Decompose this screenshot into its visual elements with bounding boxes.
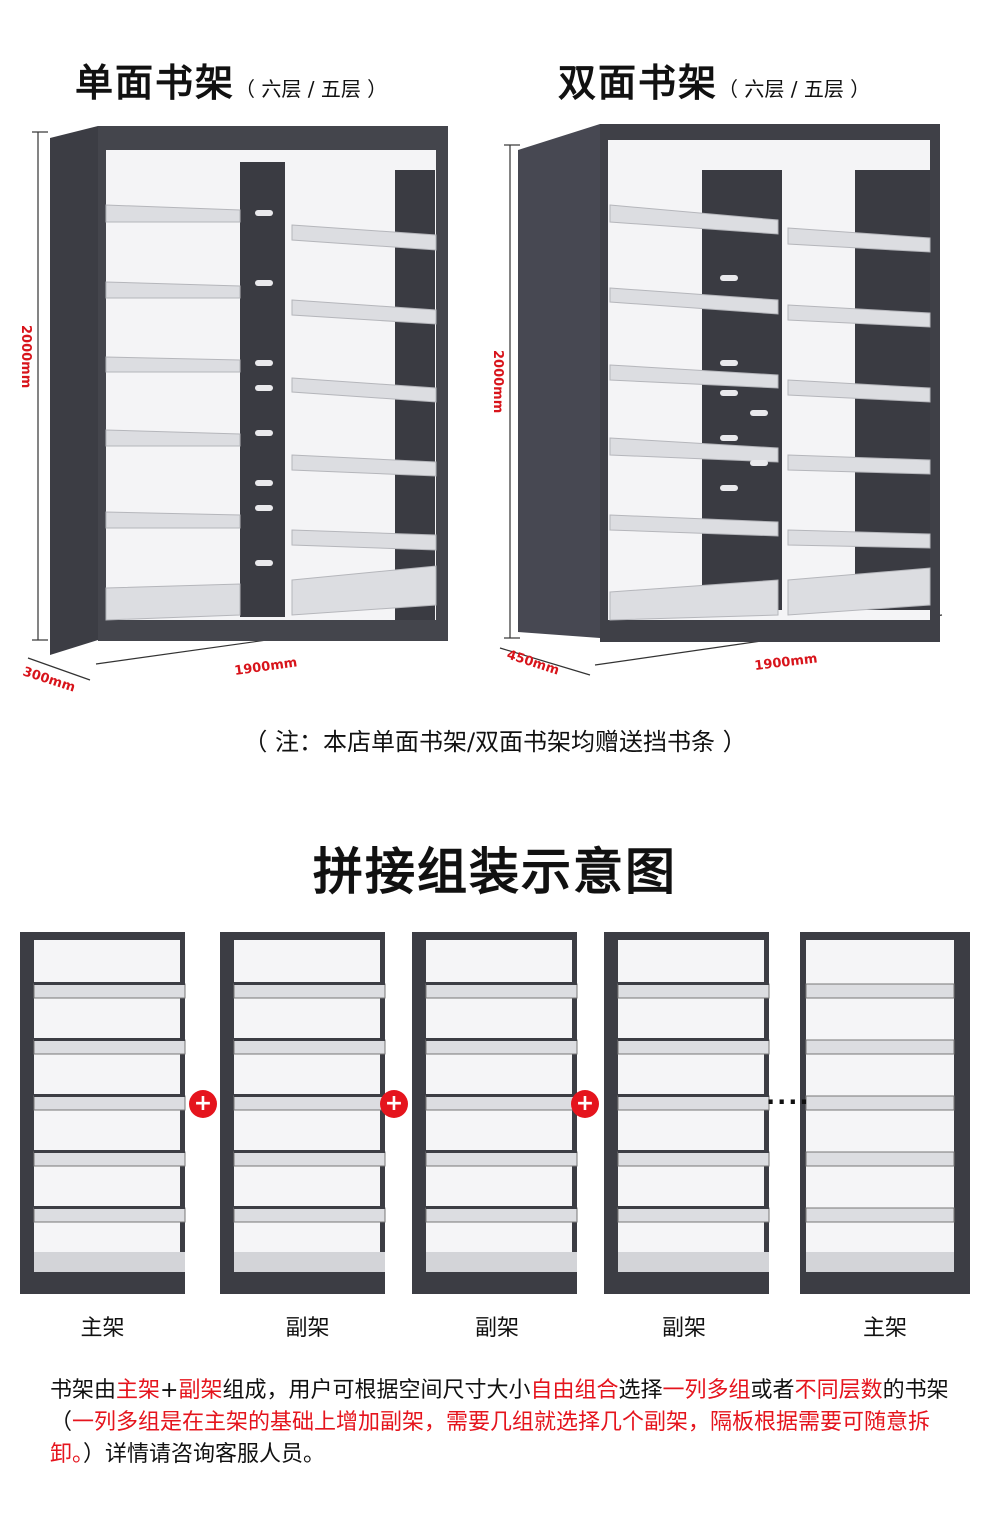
label-sub-frame: 副架 xyxy=(285,1316,330,1341)
single-shelf-title: 单面书架（ 六层 / 五层 ） xyxy=(75,61,388,105)
main-frame-left xyxy=(19,931,186,1295)
desc-segment: 副架 xyxy=(178,1378,223,1403)
desc-segment: 主架 xyxy=(116,1378,161,1403)
desc-segment: 书架由 xyxy=(50,1378,117,1403)
sub-frame-1 xyxy=(219,931,386,1295)
desc-segment: 一列多组是在主架的基础上增加副架，需要几组就选择几个副架，隔板根据需要可随意拆卸… xyxy=(50,1410,931,1467)
desc-segment: 自由组合 xyxy=(530,1378,619,1403)
single-shelf-illustration: 2000mm 1900mm 300mm xyxy=(18,126,448,696)
main-frame-right xyxy=(800,932,970,1294)
single-height-label: 2000mm xyxy=(18,325,33,388)
label-sub-frame: 副架 xyxy=(474,1316,519,1341)
double-width-label: 1900mm xyxy=(754,651,819,674)
ellipsis: .... xyxy=(766,1082,811,1110)
sub-frame-2 xyxy=(411,931,578,1295)
desc-segment: 不同层数 xyxy=(794,1378,883,1403)
desc-segment: 选择 xyxy=(618,1378,663,1403)
plus-icon: + xyxy=(571,1090,599,1118)
desc-segment: ）详情请咨询客服人员。 xyxy=(83,1442,326,1467)
desc-segment: + xyxy=(160,1378,179,1403)
plus-icon: + xyxy=(189,1090,217,1118)
gift-note: （ 注：本店单面书架/双面书架均赠送挡书条 ） xyxy=(243,728,747,756)
assembly-diagram xyxy=(19,931,970,1295)
sub-frame-3 xyxy=(603,931,770,1295)
single-width-label: 1900mm xyxy=(233,655,298,679)
double-shelf-illustration: 2000mm 1900mm 450mm xyxy=(490,124,943,679)
label-main-frame: 主架 xyxy=(80,1316,125,1341)
double-shelf-title: 双面书架（ 六层 / 五层 ） xyxy=(558,61,871,105)
desc-segment: 一列多组 xyxy=(662,1378,751,1403)
label-main-frame: 主架 xyxy=(862,1316,907,1341)
label-sub-frame: 副架 xyxy=(661,1316,706,1341)
single-depth-label: 300mm xyxy=(21,665,77,696)
desc-segment: 组成，用户可根据空间尺寸大小 xyxy=(222,1378,531,1403)
double-height-label: 2000mm xyxy=(490,350,505,413)
assembly-title: 拼接组装示意图 xyxy=(313,843,677,901)
plus-icon: + xyxy=(380,1090,408,1118)
desc-segment: 的书架（ xyxy=(50,1378,949,1435)
double-depth-label: 450mm xyxy=(505,648,561,679)
assembly-description: 书架由主架+副架组成，用户可根据空间尺寸大小自由组合选择一列多组或者不同层数的书… xyxy=(50,1375,950,1471)
desc-segment: 或者 xyxy=(750,1378,795,1403)
